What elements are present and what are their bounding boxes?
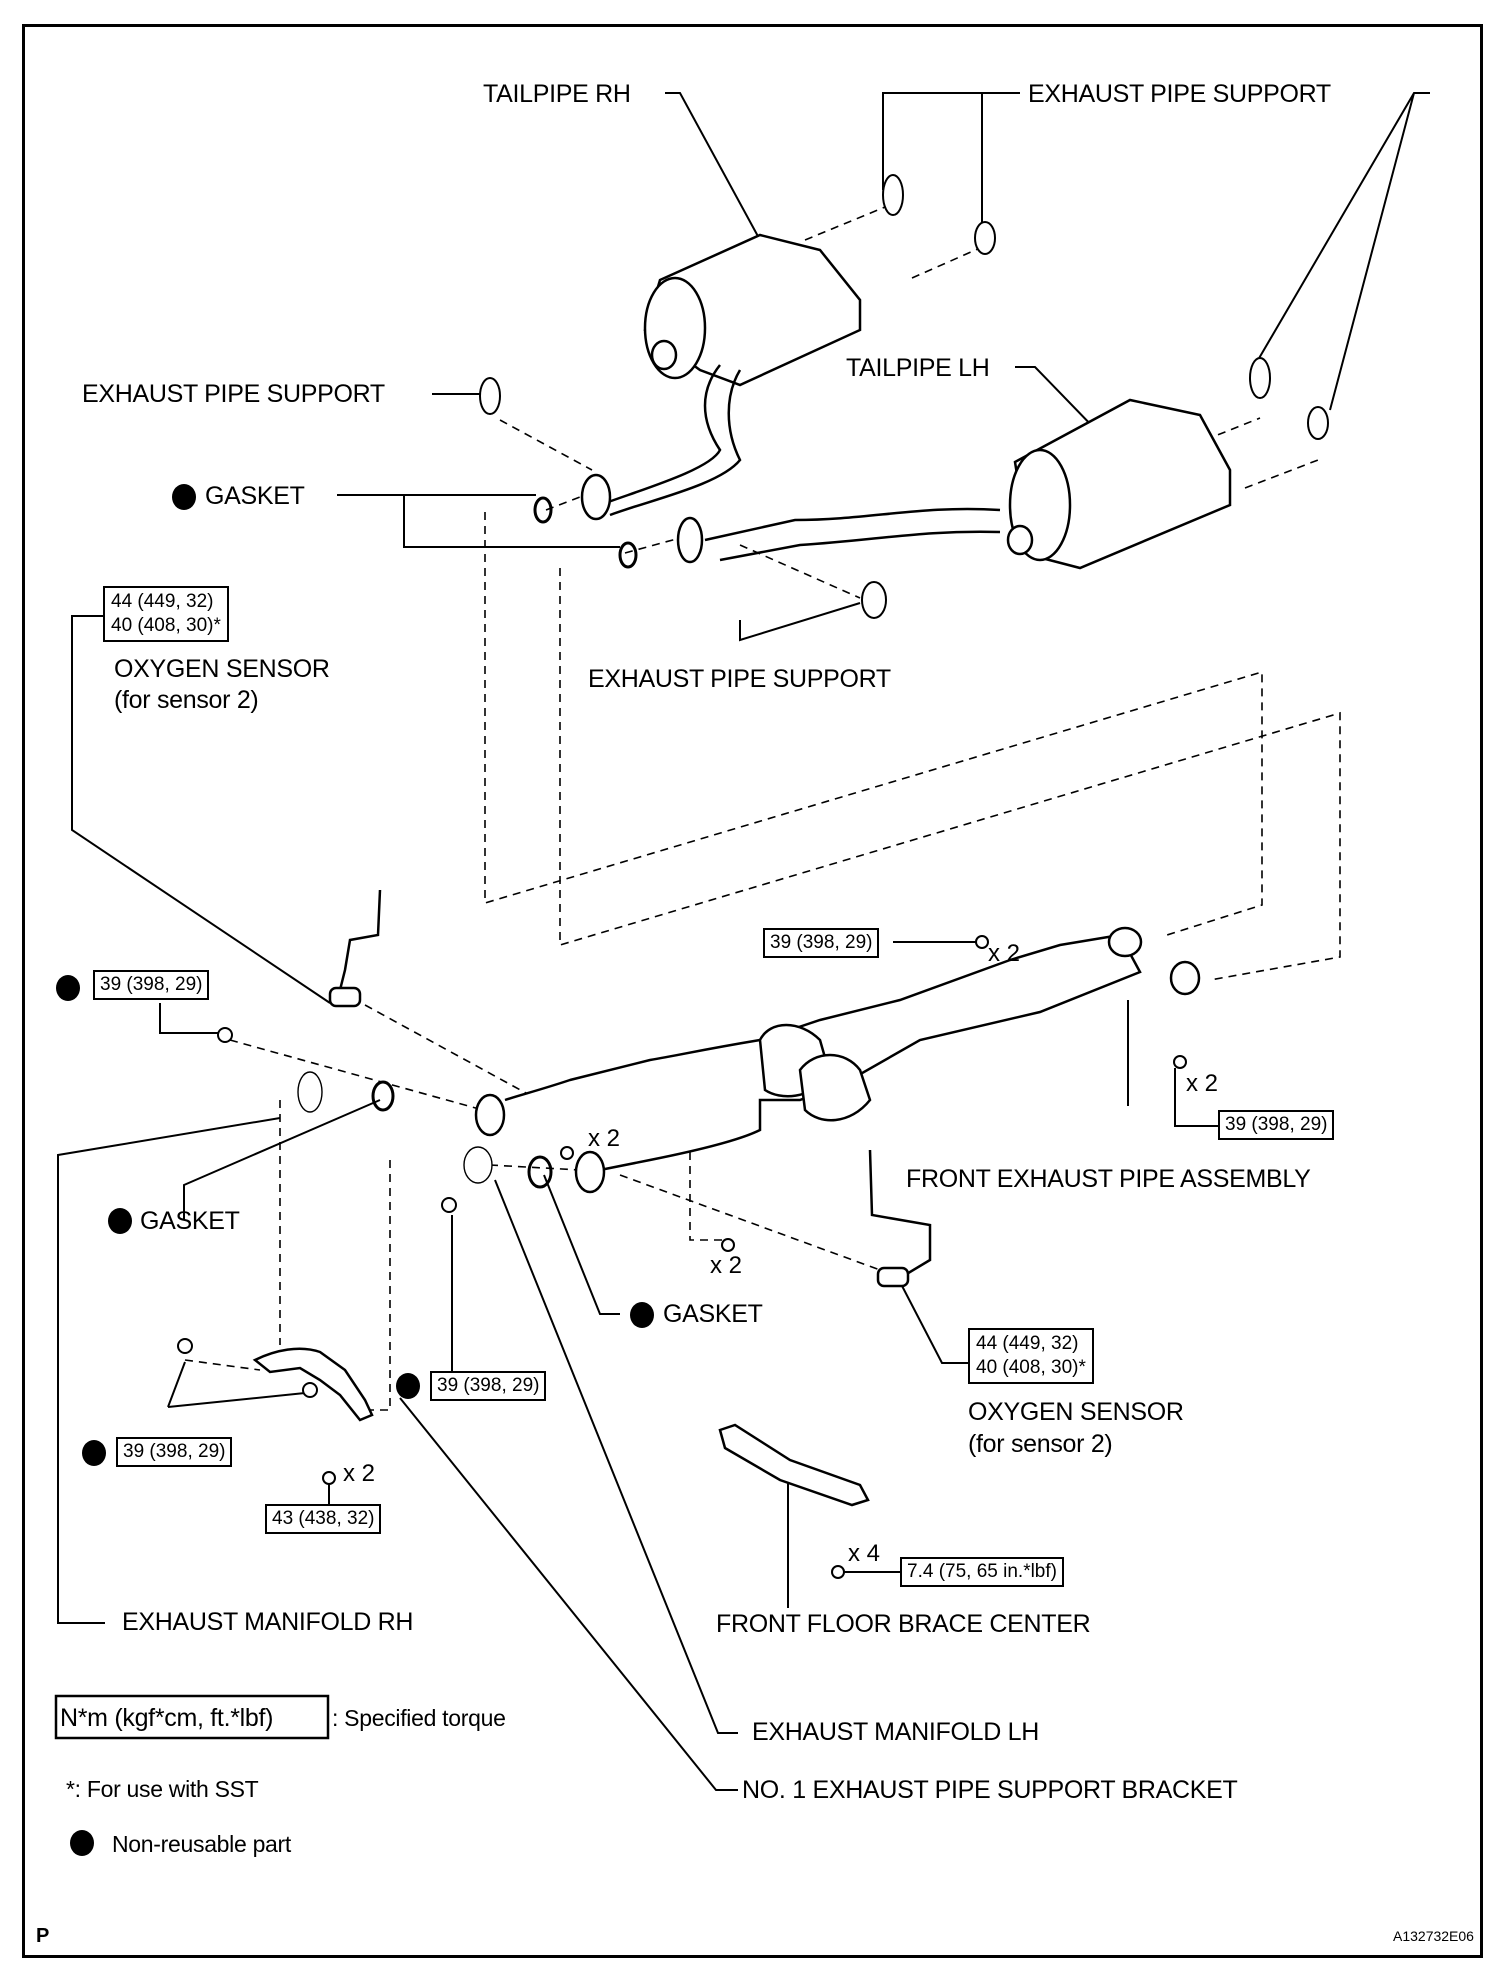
leader-gasket-top: [337, 494, 620, 548]
support-left: [479, 377, 501, 415]
leader-tailpipe-lh: [1015, 366, 1099, 433]
label-gasket-left: GASKET: [140, 1207, 240, 1235]
torque-manifold-rh-nut: 39 (398, 29): [93, 970, 210, 1000]
dash-bracket-v2: [370, 1160, 391, 1411]
torque-bracket-bolt: 43 (438, 32): [265, 1504, 382, 1534]
label-exhaust-pipe-support-left: EXHAUST PIPE SUPPORT: [82, 380, 385, 408]
non-reusable-icon: [82, 1440, 106, 1466]
label-exhaust-manifold-rh: EXHAUST MANIFOLD RH: [122, 1608, 414, 1636]
front-floor-brace-part: [718, 1423, 870, 1507]
non-reusable-icon: [108, 1208, 132, 1234]
leader-bracket: [399, 1397, 738, 1791]
tailpipe-rh-part: [580, 233, 862, 521]
qty-brace-bolt: x 4: [848, 1540, 881, 1567]
support-3: [1249, 357, 1271, 399]
dash-o2-right: [619, 1174, 881, 1271]
torque-brace-bolt: 7.4 (75, 65 in.*lbf): [900, 1557, 1064, 1587]
torque-manifold-lh-nut: 39 (398, 29): [430, 1371, 547, 1401]
gasket-rings: [371, 496, 638, 1189]
non-reusable-icon: [70, 1830, 94, 1856]
label-front-exhaust-pipe-assembly: FRONT EXHAUST PIPE ASSEMBLY: [906, 1165, 1311, 1193]
manifold-flanges: [297, 1071, 493, 1184]
leader-bracket-nuts: [167, 1361, 306, 1408]
dash-bracket-h: [184, 1359, 261, 1371]
oxygen-sensor-parts: [328, 889, 932, 1288]
qty-bracket-bolt: x 2: [343, 1460, 376, 1487]
diagram-frame: [22, 24, 1483, 1958]
label-oxygen-sensor-right: OXYGEN SENSOR: [968, 1398, 1184, 1426]
front-exhaust-pipe-assembly-part: [474, 926, 1201, 1194]
leader-o2-left: [71, 615, 331, 1004]
torque-front-pipe-lower: 39 (398, 29): [1218, 1110, 1335, 1140]
leader-gasket-left: [183, 1099, 381, 1220]
qty-pipe-bolt: x 2: [710, 1252, 743, 1279]
torque-front-pipe-upper: 39 (398, 29): [763, 928, 880, 958]
figure-id: A132732E06: [1393, 1928, 1474, 1944]
exhaust-pipe-support-icons: [479, 174, 1329, 619]
legend-torque-desc: : Specified torque: [332, 1705, 506, 1731]
dash-o2-left: [364, 1004, 536, 1099]
torque-o2-right-line1: 44 (449, 32): [976, 1333, 1079, 1354]
support-mid: [861, 581, 887, 619]
legend-torque-unit: N*m (kgf*cm, ft.*lbf): [60, 1704, 274, 1732]
fastener-icons: [177, 935, 1187, 1579]
dash-rect-2: [559, 568, 1341, 981]
support-4: [1307, 406, 1329, 440]
leader-tailpipe-rh: [665, 92, 761, 241]
label-front-floor-brace-center: FRONT FLOOR BRACE CENTER: [716, 1610, 1091, 1638]
leader-support-mid: [739, 602, 861, 642]
dash-support-4: [1244, 459, 1319, 489]
leader-manifold-lh: [494, 1179, 738, 1734]
label-tailpipe-lh: TAILPIPE LH: [846, 354, 990, 382]
label-exhaust-pipe-support-top: EXHAUST PIPE SUPPORT: [1028, 80, 1331, 108]
dash-rect-1: [484, 512, 1263, 936]
label-oxygen-sensor-left: OXYGEN SENSOR: [114, 655, 330, 683]
legend-sst-note: *: For use with SST: [66, 1776, 259, 1802]
legend-torque-box: [54, 1694, 330, 1740]
support-2: [974, 221, 996, 255]
dash-pipe-bolt: [689, 1138, 722, 1241]
non-reusable-icon: [396, 1373, 420, 1399]
non-reusable-icon: [630, 1302, 654, 1328]
label-gasket-center: GASKET: [663, 1300, 763, 1328]
label-tailpipe-rh: TAILPIPE RH: [483, 80, 631, 108]
label-gasket-top: GASKET: [205, 482, 305, 510]
torque-o2-right-line2: 40 (408, 30)*: [976, 1357, 1086, 1378]
label-support-bracket: NO. 1 EXHAUST PIPE SUPPORT BRACKET: [742, 1776, 1238, 1804]
leader-o2-right: [899, 1281, 968, 1364]
page-marker: P: [36, 1925, 50, 1947]
dash-manifold-lh: [489, 1164, 581, 1171]
torque-box-o2-right: 44 (449, 32) 40 (408, 30)*: [968, 1328, 1094, 1384]
non-reusable-icon: [172, 484, 196, 510]
qty-front-pipe-lower: x 2: [1186, 1070, 1219, 1097]
support-bracket-part: [252, 1347, 374, 1422]
torque-o2-left-line1: 44 (449, 32): [111, 591, 214, 612]
dash-gasket-mid: [624, 537, 681, 554]
label-oxygen-sensor-left-sub: (for sensor 2): [114, 686, 259, 714]
label-oxygen-sensor-right-sub: (for sensor 2): [968, 1430, 1113, 1458]
non-reusable-icon: [56, 975, 80, 1001]
qty-front-pipe-upper: x 2: [988, 940, 1021, 967]
dash-support-1: [804, 204, 891, 241]
label-exhaust-manifold-lh: EXHAUST MANIFOLD LH: [752, 1718, 1039, 1746]
support-1: [882, 174, 904, 216]
dash-support-3: [1204, 417, 1261, 441]
dash-support-left: [499, 419, 593, 471]
torque-box-o2-left: 44 (449, 32) 40 (408, 30)*: [103, 586, 229, 642]
torque-bracket-nut: 39 (398, 29): [116, 1437, 233, 1467]
leader-gasket-center: [543, 1174, 620, 1315]
leader-manifold-rh: [57, 1117, 281, 1624]
leader-manifold-rh-nut: [159, 1003, 220, 1034]
leader-support-top: [882, 92, 1430, 411]
label-exhaust-pipe-support-mid: EXHAUST PIPE SUPPORT: [588, 665, 891, 693]
qty-manifold-bolt: x 2: [588, 1125, 621, 1152]
dash-support-2: [911, 247, 981, 279]
dash-support-mid: [739, 544, 861, 599]
dash-manifold-rh: [229, 1039, 491, 1113]
leader-front-pipe-lower: [1174, 1068, 1218, 1127]
legend-non-reusable: Non-reusable part: [112, 1831, 292, 1857]
tailpipe-lh-part: [676, 398, 1232, 570]
torque-o2-left-line2: 40 (408, 30)*: [111, 615, 221, 636]
